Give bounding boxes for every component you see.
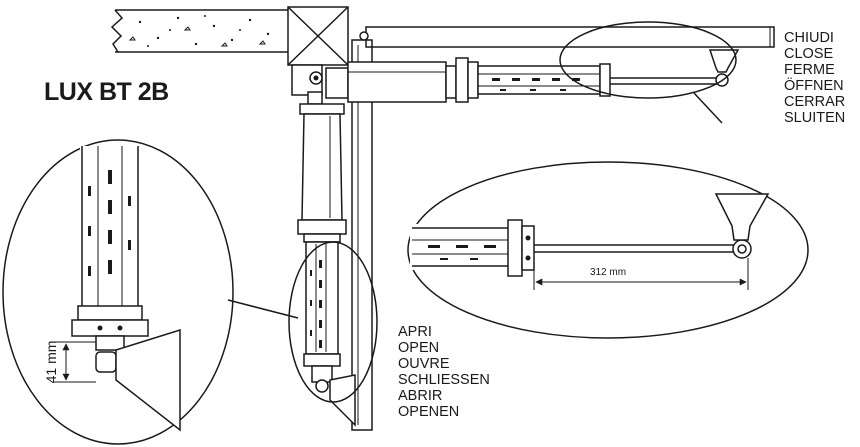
open-label: OPENEN [398,404,459,420]
close-label: CLOSE [784,46,833,62]
open-label: OPEN [398,340,439,356]
closed-detail-marker [559,21,737,99]
close-label: SLUITEN [784,110,845,126]
close-label: CERRAR [784,94,845,110]
mounting-bracket [291,64,323,105]
concrete-lintel [110,9,288,53]
open-label: ABRIR [398,388,442,404]
stroke-detail-view [407,161,809,339]
close-labels: CHIUDI CLOSE FERME ÖFFNEN CERRAR SLUITEN [784,30,845,126]
vertical-actuator [297,103,356,427]
open-labels: APRI OPEN OUVRE SCHLIESSEN ABRIR OPENEN [398,324,490,420]
horizontal-actuator [325,49,740,103]
model-label: LUX BT 2B [44,78,169,106]
stroke-dimension: 312 mm [590,267,626,278]
close-label: FERME [784,62,835,78]
close-label: ÖFFNEN [784,76,844,94]
open-detail-marker [288,241,378,403]
detail-leader-top [693,92,723,124]
open-label: OUVRE [398,356,450,372]
window-sash [359,26,775,48]
junction-box [287,6,349,66]
offset-dimension: 41 mm [43,341,59,384]
open-label: SCHLIESSEN [398,372,490,388]
open-label: APRI [398,324,432,340]
close-label: CHIUDI [784,30,834,46]
open-detail-view [2,139,299,445]
